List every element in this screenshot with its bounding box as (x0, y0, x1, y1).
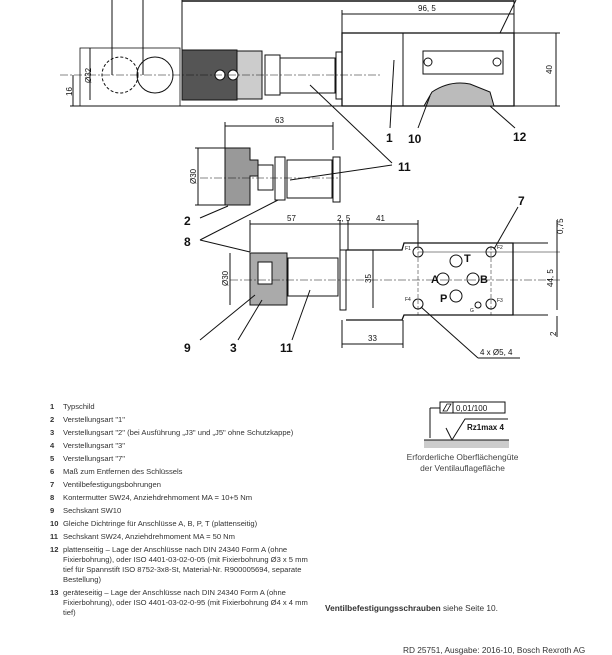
legend-item: 5 Verstellungsart "7" (50, 454, 315, 464)
legend-number: 13 (50, 588, 59, 597)
surface-quality-symbol: 0,01/100 Rz1max 4 (424, 401, 509, 448)
callout-9: 9 (184, 341, 191, 355)
legend-text: Verstellungsart "7" (63, 454, 125, 463)
legend-text: plattenseitig – Lage der Anschlüsse nach… (63, 545, 308, 584)
surface-caption: Erforderliche Oberflächengüte der Ventil… (390, 452, 535, 474)
dim-40: 40 (545, 65, 554, 74)
callout-11-bottom: 11 (280, 341, 293, 355)
legend-text: Sechskant SW10 (63, 506, 122, 515)
legend-item: 9 Sechskant SW10 (50, 506, 315, 516)
legend-text: Maß zum Entfernen des Schlüssels (63, 467, 183, 476)
legend-text: Verstellungsart "2" (bei Ausführung „J3"… (63, 428, 294, 437)
legend-number: 11 (50, 532, 59, 541)
bottom-view: 57 2, 5 41 Ø30 35 33 A B P T F1 F2 F3 F4… (184, 194, 565, 359)
dim-d32: Ø32 (84, 67, 93, 83)
port-B: B (480, 274, 488, 286)
callout-11-top: 11 (398, 160, 411, 174)
legend-item: 2 Verstellungsart "1" (50, 415, 315, 425)
legend-item: 6 Maß zum Entfernen des Schlüssels (50, 467, 315, 477)
legend-item: 10 Gleiche Dichtringe für Anschlüsse A, B… (50, 519, 315, 529)
legend-text: geräteseitig – Lage der Anschlüsse nach … (63, 588, 308, 617)
page-footer: RD 25751, Ausgabe: 2016-10, Bosch Rexrot… (403, 645, 586, 655)
legend-number: 10 (50, 519, 59, 528)
callout-12: 12 (513, 130, 527, 144)
legend-number: 2 (50, 415, 55, 424)
legend-text: Typschild (63, 402, 95, 411)
callout-8: 8 (184, 235, 191, 249)
roughness-value: Rz1max 4 (467, 423, 504, 432)
dim-d30-top: Ø30 (189, 168, 198, 184)
surface-caption-line1: Erforderliche Oberflächengüte (406, 452, 519, 462)
legend-number: 5 (50, 454, 55, 463)
callout-7: 7 (518, 194, 525, 208)
legend-number: 9 (50, 506, 55, 515)
top-view: 96, 5 40 Ø32 16 1 10 12 (60, 0, 560, 164)
legend-text: Verstellungsart "3" (63, 441, 125, 450)
dim-57: 57 (287, 214, 296, 223)
legend-number: 12 (50, 545, 59, 554)
dim-2-5: 2, 5 (337, 214, 351, 223)
dim-holes: 4 x Ø5, 4 (480, 348, 513, 357)
surface-caption-line2: der Ventilauflagefläche (420, 463, 505, 473)
screws-note-text: siehe Seite 10. (440, 603, 498, 613)
callout-3: 3 (230, 341, 237, 355)
legend-item: 3 Verstellungsart "2" (bei Ausführung „J3… (50, 428, 315, 438)
dim-96-5: 96, 5 (418, 4, 436, 13)
port-F4: F4 (405, 297, 411, 303)
port-G: G (470, 308, 474, 314)
legend-item: 12 plattenseitig – Lage der Anschlüsse na… (50, 545, 315, 585)
dim-41: 41 (376, 214, 385, 223)
legend-item: 11 Sechskant SW24, Anziehdrehmoment MA = … (50, 532, 315, 542)
legend-item: 7 Ventilbefestigungsbohrungen (50, 480, 315, 490)
port-A: A (431, 274, 439, 286)
legend-number: 4 (50, 441, 55, 450)
dim-d30-bottom: Ø30 (221, 270, 230, 286)
flatness-value: 0,01/100 (456, 404, 488, 413)
dim-44-5: 44, 5 (546, 269, 555, 287)
dim-0-75: 0,75 (556, 218, 565, 234)
legend-number: 8 (50, 493, 55, 502)
legend-text: Verstellungsart "1" (63, 415, 125, 424)
screws-note-bold: Ventilbefestigungsschrauben (325, 603, 441, 613)
callout-2: 2 (184, 214, 191, 228)
dim-2: 2 (549, 331, 558, 336)
legend-text: Kontermutter SW24, Anziehdrehmoment MA =… (63, 493, 253, 502)
port-F2: F2 (497, 245, 503, 251)
dim-35: 35 (364, 274, 373, 283)
type-plate (422, 50, 504, 75)
legend-item: 8 Kontermutter SW24, Anziehdrehmoment MA … (50, 493, 315, 503)
callout-1: 1 (386, 131, 393, 145)
middle-view: 63 Ø30 11 2 8 (184, 116, 411, 253)
port-P: P (440, 293, 447, 305)
legend-item: 13 geräteseitig – Lage der Anschlüsse nac… (50, 588, 315, 618)
port-T: T (464, 253, 471, 265)
callout-10: 10 (408, 132, 422, 146)
legend-item: 4 Verstellungsart "3" (50, 441, 315, 451)
legend-number: 6 (50, 467, 55, 476)
screws-note: Ventilbefestigungsschrauben siehe Seite … (325, 603, 498, 613)
dim-16: 16 (65, 87, 74, 96)
legend-item: 1 Typschild (50, 402, 315, 412)
legend-text: Gleiche Dichtringe für Anschlüsse A, B, … (63, 519, 258, 528)
legend-number: 3 (50, 428, 55, 437)
dim-63: 63 (275, 116, 284, 125)
dim-33: 33 (368, 334, 377, 343)
port-F1: F1 (405, 246, 411, 252)
legend-text: Ventilbefestigungsbohrungen (63, 480, 161, 489)
port-F3: F3 (497, 298, 503, 304)
legend-number: 7 (50, 480, 55, 489)
legend-text: Sechskant SW24, Anziehdrehmoment MA = 50… (63, 532, 235, 541)
legend-number: 1 (50, 402, 55, 411)
